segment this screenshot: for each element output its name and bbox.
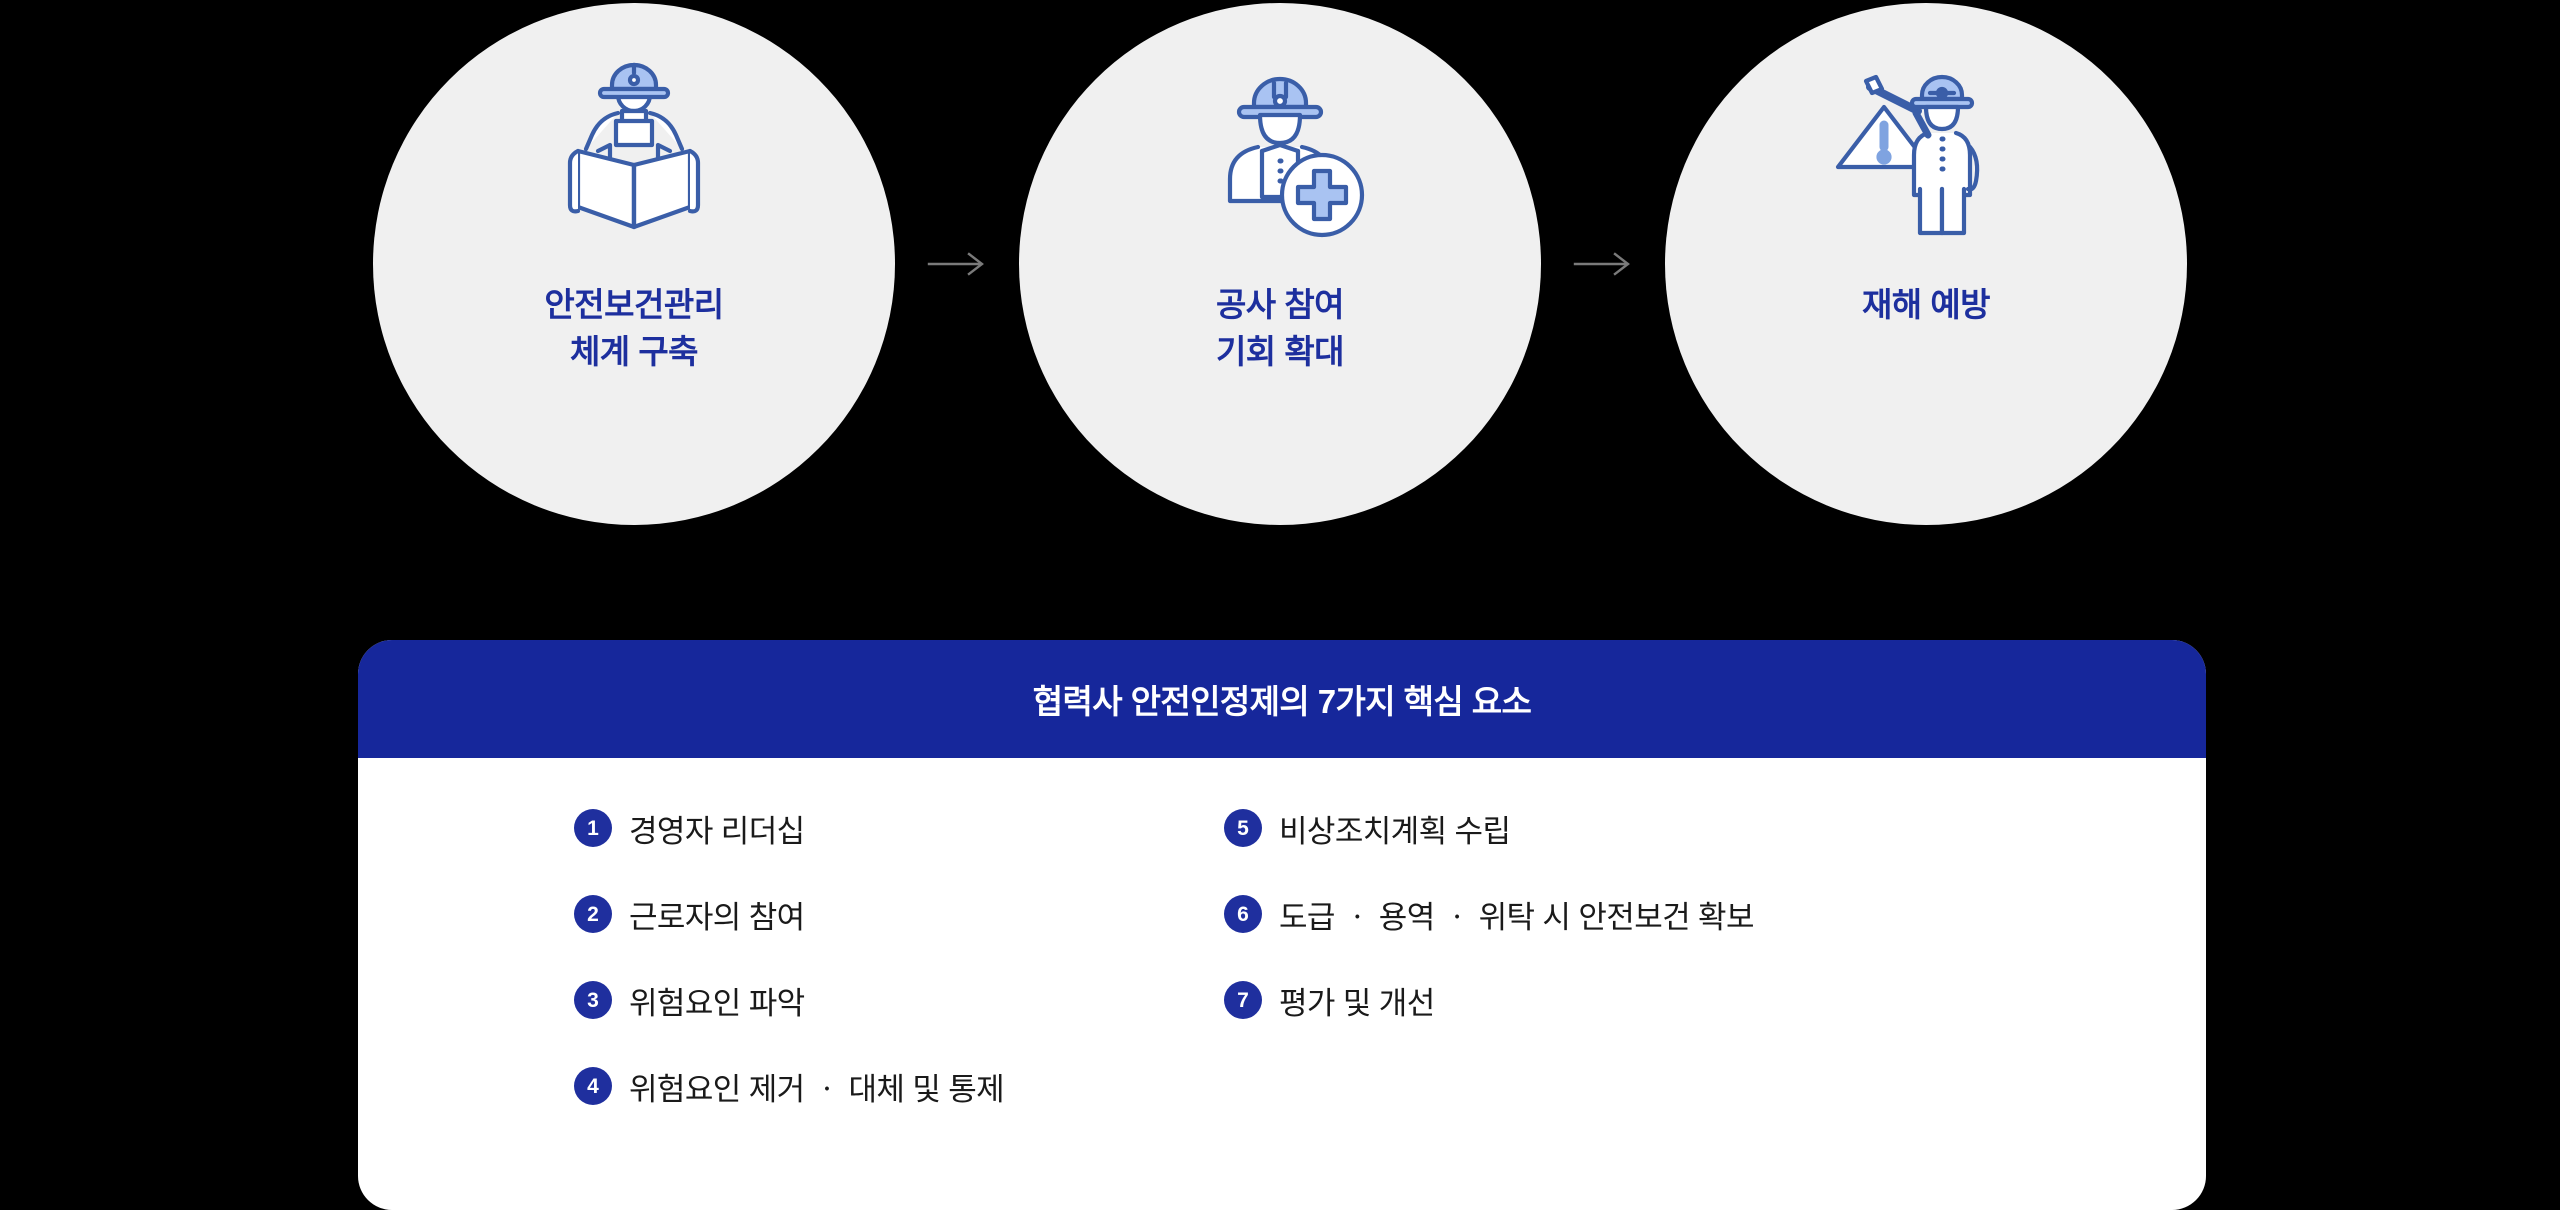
worker-with-medical-cross-icon (1180, 55, 1380, 260)
item-number-badge: 5 (1224, 809, 1262, 847)
arrow-right-icon (1541, 234, 1665, 294)
elements-column-right: 5 비상조치계획 수립 6 도급 ㆍ 용역 ㆍ 위탁 시 안전보건 확보 7 평… (1098, 802, 1998, 1060)
flow-step-label: 재해 예방 (1861, 286, 1991, 323)
item-number-badge: 2 (574, 895, 612, 933)
list-item[interactable]: 1 경영자 리더십 (574, 802, 1098, 854)
list-item[interactable]: 2 근로자의 참여 (574, 888, 1098, 940)
list-item[interactable]: 6 도급 ㆍ 용역 ㆍ 위탁 시 안전보건 확보 (1224, 888, 1998, 940)
card-header: 협력사 안전인정제의 7가지 핵심 요소 (358, 640, 2206, 758)
flow-step-safety-management-system[interactable]: 안전보건관리 체계 구축 (373, 3, 895, 525)
item-number-badge: 7 (1224, 981, 1262, 1019)
list-item[interactable]: 7 평가 및 개선 (1224, 974, 1998, 1026)
item-number-badge: 4 (574, 1067, 612, 1105)
list-item[interactable]: 4 위험요인 제거 ㆍ 대체 및 통제 (574, 1060, 1098, 1112)
flow-step-disaster-prevention[interactable]: 재해 예방 (1665, 3, 2187, 525)
flow-step-construction-participation[interactable]: 공사 참여 기회 확대 (1019, 3, 1541, 525)
item-number-badge: 1 (574, 809, 612, 847)
item-label: 평가 및 개선 (1279, 985, 1435, 1021)
item-label: 위험요인 제거 ㆍ 대체 및 통제 (629, 1071, 1005, 1107)
item-label: 근로자의 참여 (629, 899, 805, 935)
card-body: 1 경영자 리더십 2 근로자의 참여 3 위험요인 파악 4 위험요인 제거 … (358, 758, 2206, 1146)
list-item[interactable]: 5 비상조치계획 수립 (1224, 802, 1998, 854)
worker-reading-blueprint-icon (534, 55, 734, 260)
item-label: 도급 ㆍ 용역 ㆍ 위탁 시 안전보건 확보 (1279, 899, 1754, 935)
item-number-badge: 6 (1224, 895, 1262, 933)
flow-step-label: 공사 참여 기회 확대 (1215, 286, 1345, 370)
elements-column-left: 1 경영자 리더십 2 근로자의 참여 3 위험요인 파악 4 위험요인 제거 … (358, 802, 1098, 1146)
process-flow: 안전보건관리 체계 구축 (0, 0, 2560, 544)
arrow-right-icon (895, 234, 1019, 294)
item-number-badge: 3 (574, 981, 612, 1019)
list-item[interactable]: 3 위험요인 파악 (574, 974, 1098, 1026)
key-elements-card: 협력사 안전인정제의 7가지 핵심 요소 1 경영자 리더십 2 근로자의 참여… (358, 640, 2206, 1210)
item-label: 위험요인 파악 (629, 985, 805, 1021)
item-label: 경영자 리더십 (629, 813, 805, 849)
flow-step-label: 안전보건관리 체계 구축 (544, 286, 724, 370)
item-label: 비상조치계획 수립 (1279, 813, 1511, 849)
card-title: 협력사 안전인정제의 7가지 핵심 요소 (1032, 683, 1532, 720)
worker-with-warning-triangle-icon (1826, 55, 2026, 260)
